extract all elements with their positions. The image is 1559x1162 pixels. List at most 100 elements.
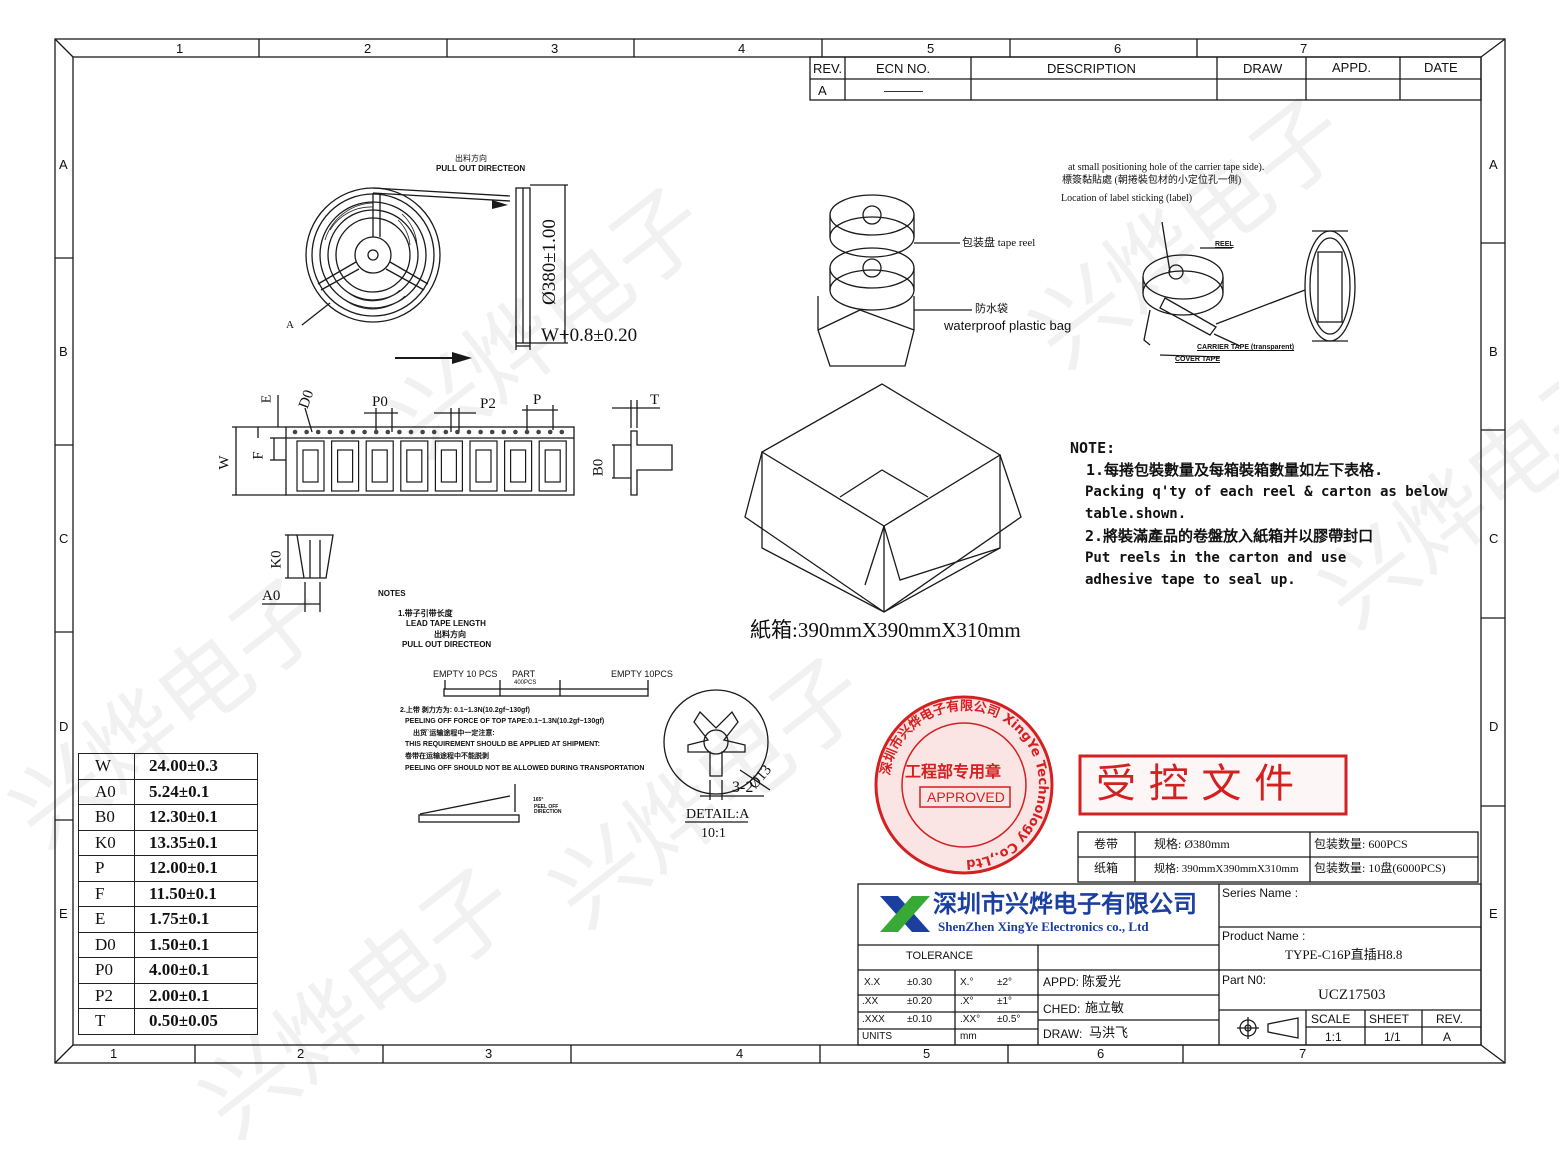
rev-value: A <box>1443 1030 1452 1044</box>
tol-ang: X.° <box>960 977 974 988</box>
controlled-document-stamp: 受 控 文 件 <box>1096 761 1295 807</box>
label-info-line1: at small positioning hole of the carrier… <box>1068 162 1265 173</box>
row-label: C <box>59 531 69 546</box>
dim-p0-label: P0 <box>372 394 388 410</box>
tol-x: X.X <box>864 977 881 988</box>
spec-value: 4.00±0.1 <box>134 957 258 984</box>
notes-item2-line1: 2.上带 剥力方为: 0.1~1.3N(10.2gf~130gf) <box>400 707 530 714</box>
spec-value: 12.00±0.1 <box>134 855 258 882</box>
column-label: 4 <box>738 41 746 56</box>
rev-value: A <box>818 83 827 98</box>
column-label: 7 <box>1299 1046 1307 1061</box>
description-header: DESCRIPTION <box>1047 61 1136 76</box>
empty-left-label: EMPTY 10 PCS <box>433 669 498 679</box>
bag-label-cn: 防水袋 <box>975 303 1008 315</box>
drawing-linework <box>54 38 1506 1064</box>
notes-title: NOTES <box>378 589 406 598</box>
spec-key: T <box>78 1008 135 1035</box>
dim-k0-label: K0 <box>268 550 285 569</box>
appd-header: APPD. <box>1332 60 1372 75</box>
sprocket-hole <box>327 429 333 435</box>
column-label: 4 <box>736 1046 744 1061</box>
tol-xx-val: ±0.20 <box>907 996 932 1007</box>
detail-scale: 10:1 <box>701 826 726 841</box>
column-label: 1 <box>110 1046 118 1061</box>
ched-label: CHED: <box>1043 1002 1081 1016</box>
sprocket-hole <box>559 429 565 435</box>
label-reel: REEL <box>1215 241 1234 248</box>
note-line2: Packing q'ty of each reel & carton as be… <box>1085 484 1448 500</box>
sprocket-hole <box>524 429 530 435</box>
tol-ang-val: ±0.5° <box>997 1014 1021 1025</box>
label-cover-tape: COVER TAPE <box>1175 356 1220 363</box>
date-header: DATE <box>1424 60 1458 75</box>
product-name-value: TYPE-C16P直插H8.8 <box>1285 947 1403 962</box>
detail-slot-dim: 3-2 <box>732 779 754 796</box>
tol-ang: .X° <box>960 996 974 1007</box>
part-qty-label: 400PCS <box>514 680 537 686</box>
tol-ang: .XX° <box>960 1014 981 1025</box>
sprocket-hole <box>339 429 344 435</box>
note-line3: table.shown. <box>1085 506 1187 522</box>
peel-angle-label: 165° <box>533 797 544 803</box>
notes-item2-line4: THIS REQUIREMENT SHOULD BE APPLIED AT SH… <box>405 741 600 748</box>
column-label: 6 <box>1097 1046 1105 1061</box>
tape-pocket-cavity <box>510 449 527 483</box>
row-label: E <box>59 906 68 921</box>
tape-pocket <box>331 440 360 492</box>
spec-key: P <box>78 855 135 882</box>
tape-pocket-cavity <box>302 449 319 483</box>
notes-item1-en: LEAD TAPE LENGTH <box>406 619 486 628</box>
tol-ang-val: ±1° <box>997 996 1013 1007</box>
detail-label: DETAIL:A <box>686 807 750 822</box>
dim-b0-label: B0 <box>590 458 607 477</box>
dim-p2-label: P2 <box>480 396 496 412</box>
sprocket-hole <box>536 429 541 435</box>
svg-text:深圳市兴烨电子有限公司 XingYe Technology: 深圳市兴烨电子有限公司 XingYe Technology Co.,Ltd <box>878 698 1051 871</box>
row-label: A <box>1489 157 1498 172</box>
dim-t-label: T <box>650 392 660 408</box>
scale-value: 1:1 <box>1325 1030 1342 1044</box>
spec-key: F <box>78 880 135 907</box>
sprocket-hole <box>408 429 414 435</box>
label-info-line2: 標簽黏貼處 (朝捲裝包材的小定位孔一側) <box>1062 175 1242 186</box>
tol-x-val: ±0.30 <box>907 977 932 988</box>
draw-name: 马洪飞 <box>1089 1025 1129 1040</box>
dim-f-label: F <box>250 451 267 460</box>
column-label: 5 <box>923 1046 931 1061</box>
column-label: 7 <box>1300 41 1308 56</box>
column-label: 3 <box>485 1046 493 1061</box>
rev-header: REV. <box>813 61 843 76</box>
sprocket-hole <box>513 429 518 435</box>
draw-label: DRAW: <box>1043 1027 1083 1041</box>
tape-pocket-cavity <box>475 449 492 483</box>
spec-value: 24.00±0.3 <box>134 753 258 780</box>
tol-ang-val: ±2° <box>997 977 1013 988</box>
company-name-en: ShenZhen XingYe Electronics co., Ltd <box>938 919 1149 934</box>
scale-label: SCALE <box>1311 1012 1351 1026</box>
column-label: 2 <box>364 41 372 56</box>
peel-direction-label: PEEL OFF DIRECTION <box>534 804 562 815</box>
sprocket-hole <box>478 429 483 435</box>
note-line6: adhesive tape to seal up. <box>1085 572 1296 588</box>
dim-e-label: E <box>259 394 275 404</box>
spec-key: P2 <box>78 982 135 1009</box>
dim-w-label: W <box>216 455 233 470</box>
tape-pocket-cavity <box>544 449 561 483</box>
row-label: E <box>1489 906 1498 921</box>
sprocket-hole <box>489 429 495 435</box>
column-label: 2 <box>297 1046 305 1061</box>
sheet-value: 1/1 <box>1384 1030 1401 1044</box>
notes-pull-cn: 出料方向 <box>434 630 466 639</box>
sprocket-hole <box>304 429 309 435</box>
spec-value: 0.50±0.05 <box>134 1008 258 1035</box>
row-label: B <box>59 344 68 359</box>
row-label: D <box>1489 719 1499 734</box>
tape-pocket-cavity <box>406 449 423 483</box>
column-label: 5 <box>927 41 935 56</box>
tol-xx: .XX <box>862 996 879 1007</box>
